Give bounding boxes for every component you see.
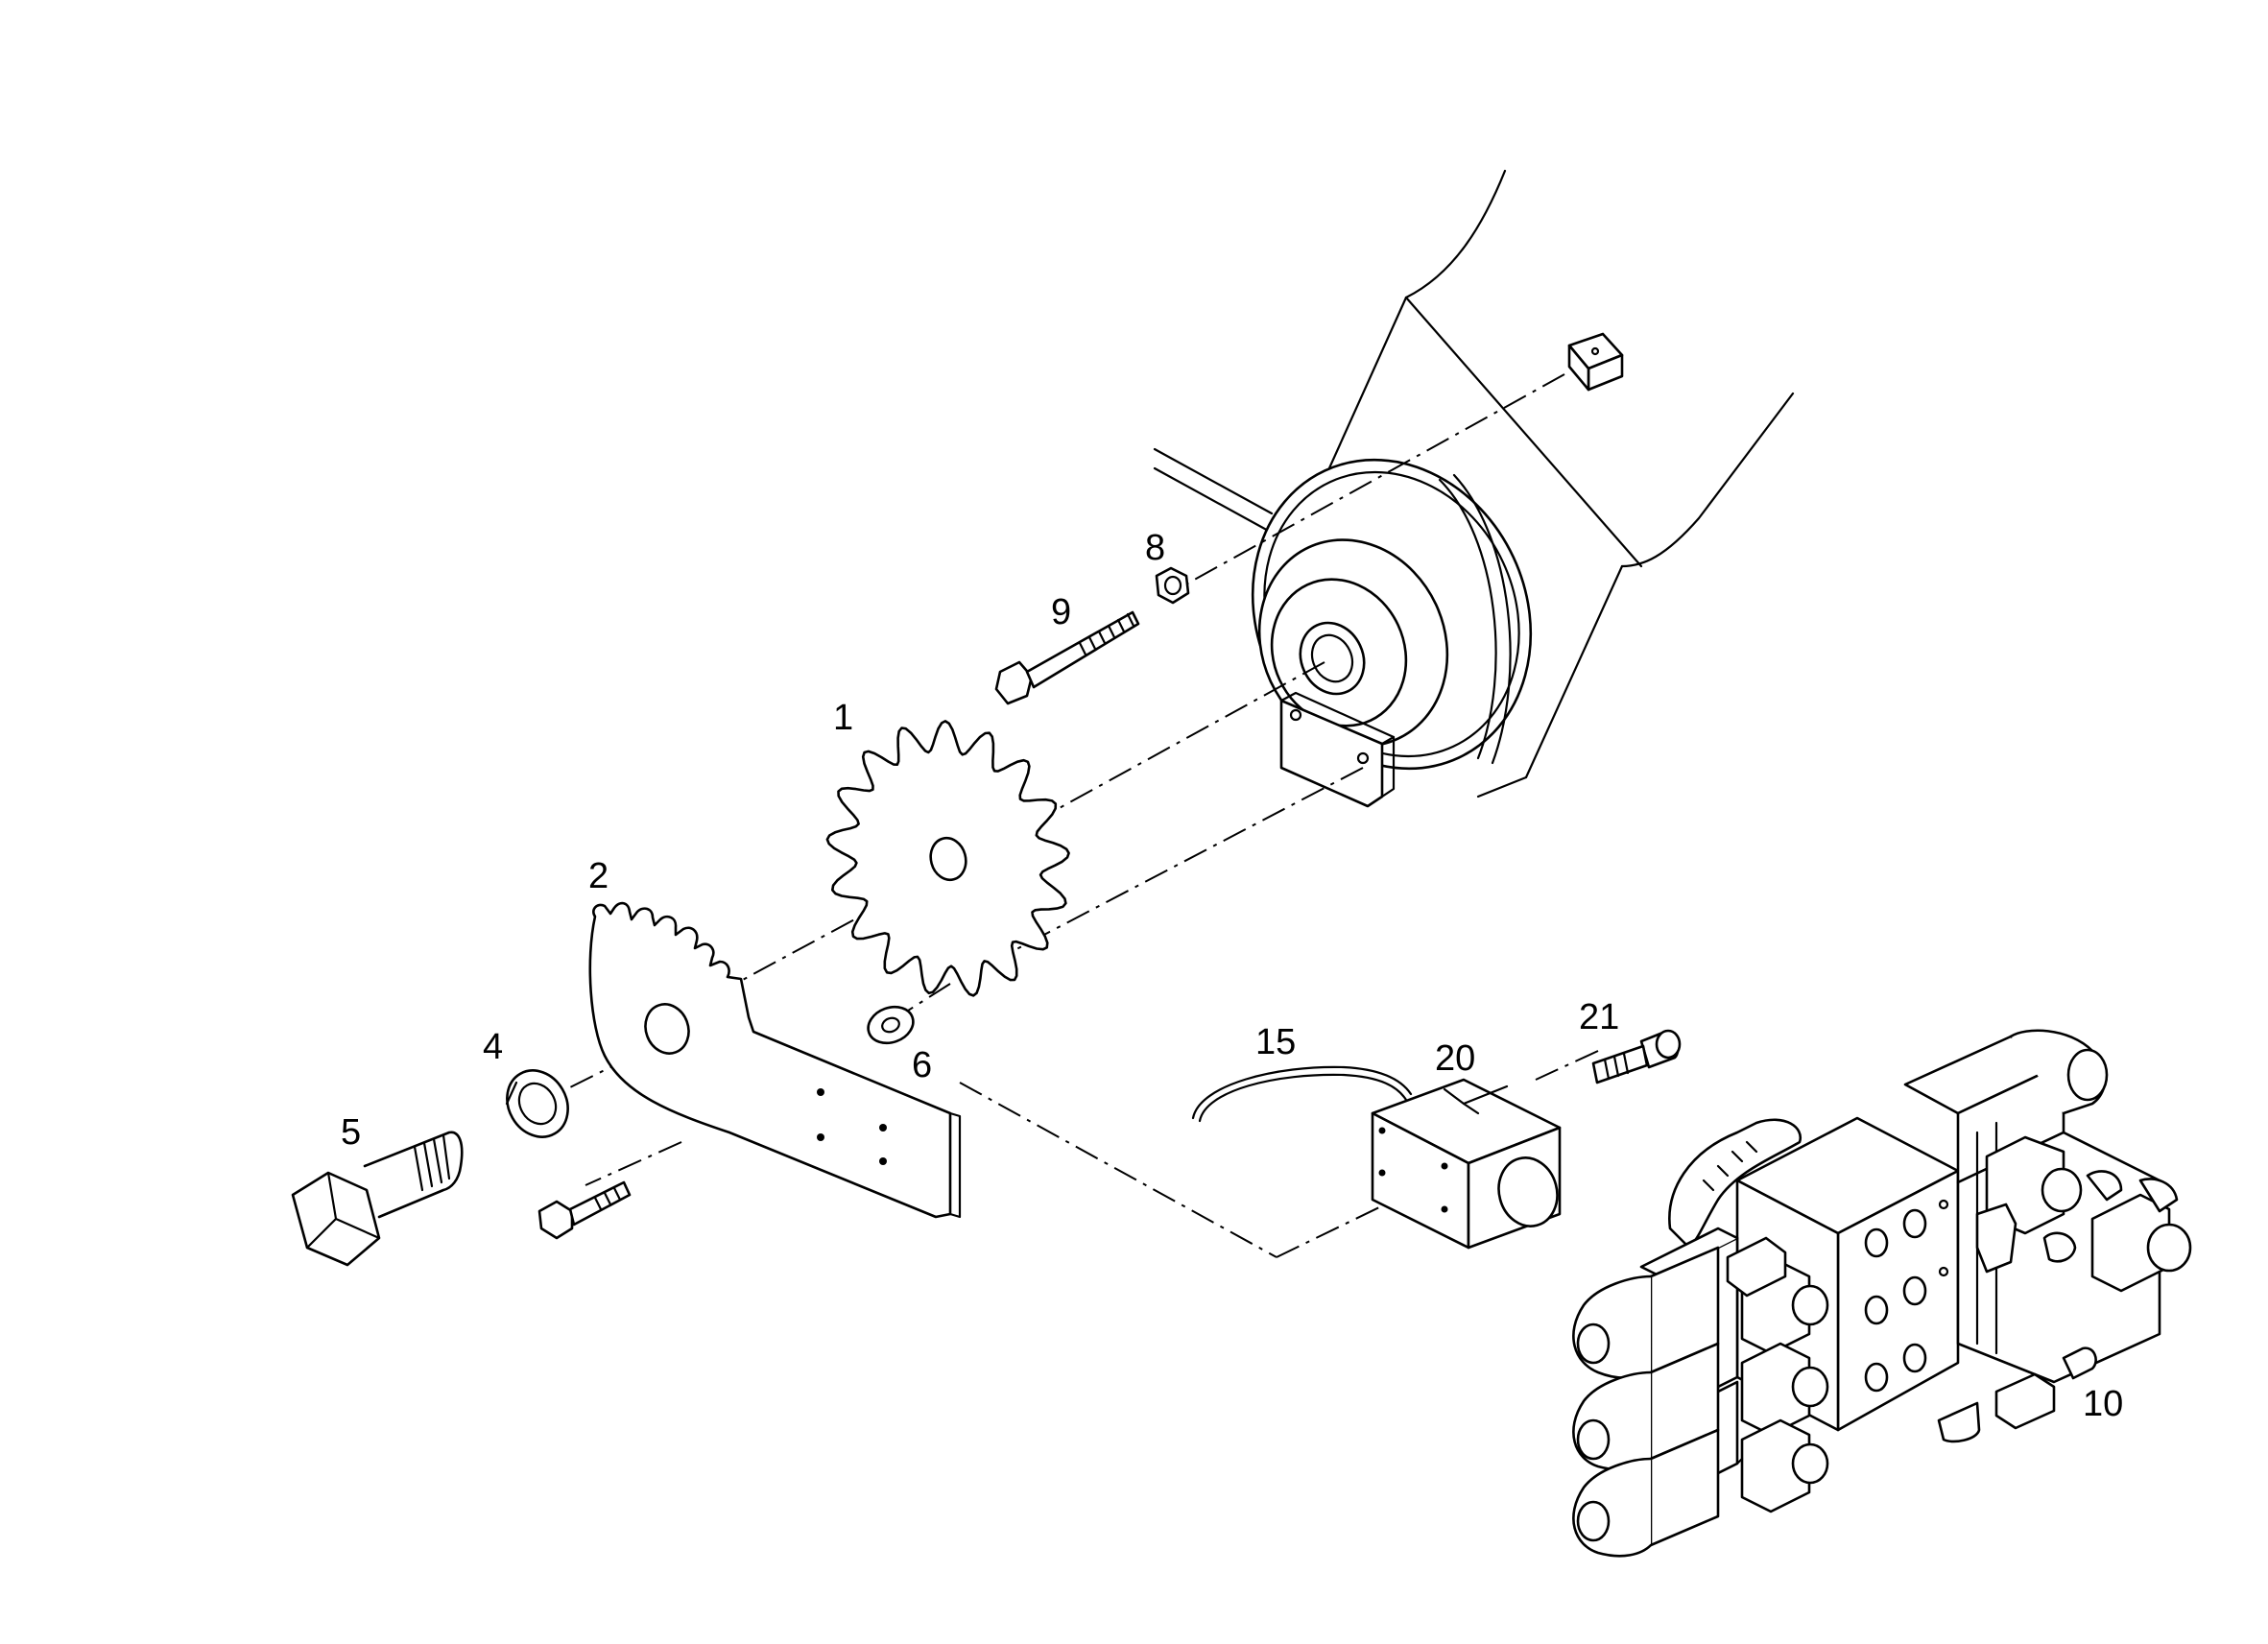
callout-labels: 1 2 4 5 6 8 9 10 15 20 21 [341, 528, 2123, 1424]
washer-part-6 [867, 1005, 915, 1045]
gear-part-1 [825, 720, 1070, 997]
large-bolt-part-5 [291, 1131, 464, 1267]
cable-part-15 [1191, 1065, 1413, 1123]
square-nut [1567, 332, 1624, 392]
callout-6: 6 [912, 1045, 932, 1085]
mounting-block [1279, 691, 1396, 808]
long-bolt-part-9 [994, 610, 1140, 705]
callout-2: 2 [588, 856, 609, 896]
callout-15: 15 [1255, 1022, 1296, 1062]
callout-5: 5 [341, 1112, 361, 1153]
callout-10: 10 [2083, 1384, 2123, 1424]
valve-block-part-10 [1572, 1029, 2192, 1558]
boom-arm [1153, 169, 1795, 798]
sensor-part-20 [1371, 1078, 1562, 1250]
callout-20: 20 [1435, 1038, 1475, 1079]
callout-4: 4 [483, 1027, 503, 1067]
callout-21: 21 [1579, 997, 1619, 1037]
small-bolt [537, 1180, 632, 1240]
socket-screw-part-21 [1591, 1029, 1682, 1084]
washer-part-4 [505, 1069, 569, 1138]
callout-8: 8 [1145, 528, 1165, 568]
callout-1: 1 [833, 698, 853, 738]
hub-assembly [1251, 458, 1533, 771]
callout-9: 9 [1051, 592, 1071, 632]
toothed-bracket-part-2 [588, 901, 962, 1219]
hex-nut-part-8 [1155, 566, 1190, 605]
